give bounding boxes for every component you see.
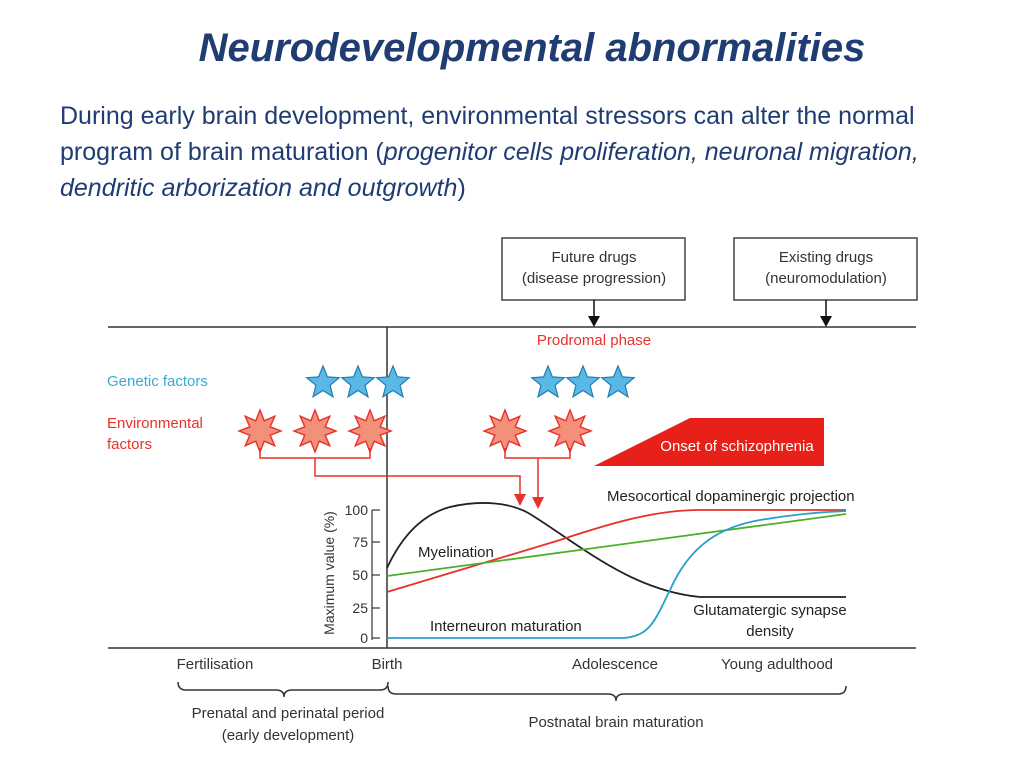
y-tick-label: 75	[352, 534, 368, 550]
prenatal-label-line2: (early development)	[222, 727, 355, 744]
blue-star-icon	[305, 364, 341, 399]
body-text-plain-2: )	[457, 174, 466, 202]
mesocortical-label: Mesocortical dopaminergic projection	[607, 488, 855, 505]
existing-drugs-line1: Existing drugs	[779, 249, 873, 266]
blue-star-icon	[600, 364, 636, 399]
genetic-stars	[305, 364, 636, 399]
body-text-italic: progenitor cells proliferation, neuronal…	[60, 138, 919, 202]
environmental-factors-label-line1: Environmental	[107, 415, 203, 432]
blue-star-icon	[340, 364, 376, 399]
postnatal-brace	[387, 685, 847, 702]
blue-star-icon	[530, 364, 566, 399]
onset-label: Onset of schizophrenia	[660, 438, 814, 455]
y-tick-label: 25	[352, 600, 368, 616]
postnatal-label: Postnatal brain maturation	[528, 714, 703, 731]
down-arrow-icon	[514, 494, 526, 506]
interneuron-label: Interneuron maturation	[430, 618, 582, 635]
red-star-icon	[347, 408, 393, 454]
prodromal-phase-label: Prodromal phase	[537, 332, 651, 349]
y-tick-label: 0	[360, 630, 368, 646]
existing-drugs-box: Existing drugs (neuromodulation)	[733, 237, 918, 301]
prenatal-brace	[177, 681, 389, 698]
y-tick-label: 100	[345, 502, 369, 518]
red-star-icon	[237, 408, 283, 454]
environmental-stars	[237, 408, 593, 454]
green-curve	[386, 513, 847, 577]
prenatal-label-line1: Prenatal and perinatal period	[192, 705, 385, 722]
blue-star-icon	[565, 364, 601, 399]
blue-star-icon	[375, 364, 411, 399]
body-text-plain-1: During early brain development, environm…	[60, 102, 915, 166]
y-ticks	[372, 509, 380, 639]
down-arrow-icon	[532, 497, 544, 509]
existing-drugs-line2: (neuromodulation)	[765, 270, 887, 287]
down-arrow-icon	[588, 300, 600, 327]
timeline-adolescence: Adolescence	[572, 656, 658, 673]
red-star-icon	[482, 408, 528, 454]
mesocortical-dopaminergic-curve	[386, 509, 846, 593]
y-axis-label: Maximum value (%)	[321, 511, 337, 635]
glutamatergic-label-line2: density	[746, 623, 794, 640]
genetic-factors-label: Genetic factors	[107, 373, 208, 390]
slide-title: Neurodevelopmental abnormalities	[198, 26, 866, 70]
red-star-icon	[547, 408, 593, 454]
environmental-connectors	[259, 448, 571, 500]
myelination-curve	[386, 502, 846, 598]
y-tick-label: 50	[352, 567, 368, 583]
future-drugs-line1: Future drugs	[551, 249, 636, 266]
red-star-icon	[292, 408, 338, 454]
timeline-young-adulthood: Young adulthood	[721, 656, 833, 673]
environmental-factors-label-line2: factors	[107, 436, 152, 453]
future-drugs-line2: (disease progression)	[522, 270, 666, 287]
glutamatergic-label-line1: Glutamatergic synapse	[693, 602, 846, 619]
down-arrow-icon	[820, 300, 832, 327]
onset-of-schizophrenia-banner: Onset of schizophrenia	[594, 418, 824, 466]
slide-body-text: During early brain development, environm…	[60, 98, 1000, 206]
future-drugs-box: Future drugs (disease progression)	[501, 237, 686, 301]
maturation-chart: 100 75 50 25 0 Maximum value (%) Myelina…	[321, 488, 855, 646]
timeline-birth: Birth	[372, 656, 403, 673]
interneuron-glutamatergic-curve	[387, 510, 847, 639]
timeline-fertilisation: Fertilisation	[177, 656, 254, 673]
myelination-label: Myelination	[418, 544, 494, 561]
